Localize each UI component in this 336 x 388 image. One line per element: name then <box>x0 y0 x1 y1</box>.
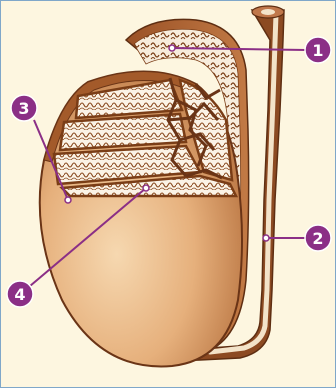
svg-text:1: 1 <box>312 41 323 60</box>
label-badge-2: 2 <box>305 225 331 251</box>
testis <box>40 71 242 366</box>
svg-text:3: 3 <box>18 99 29 118</box>
label-badge-3: 3 <box>11 95 37 121</box>
svg-text:2: 2 <box>312 229 323 248</box>
svg-text:4: 4 <box>14 285 25 304</box>
label-badge-4: 4 <box>7 281 33 307</box>
label-badge-1: 1 <box>305 37 331 63</box>
